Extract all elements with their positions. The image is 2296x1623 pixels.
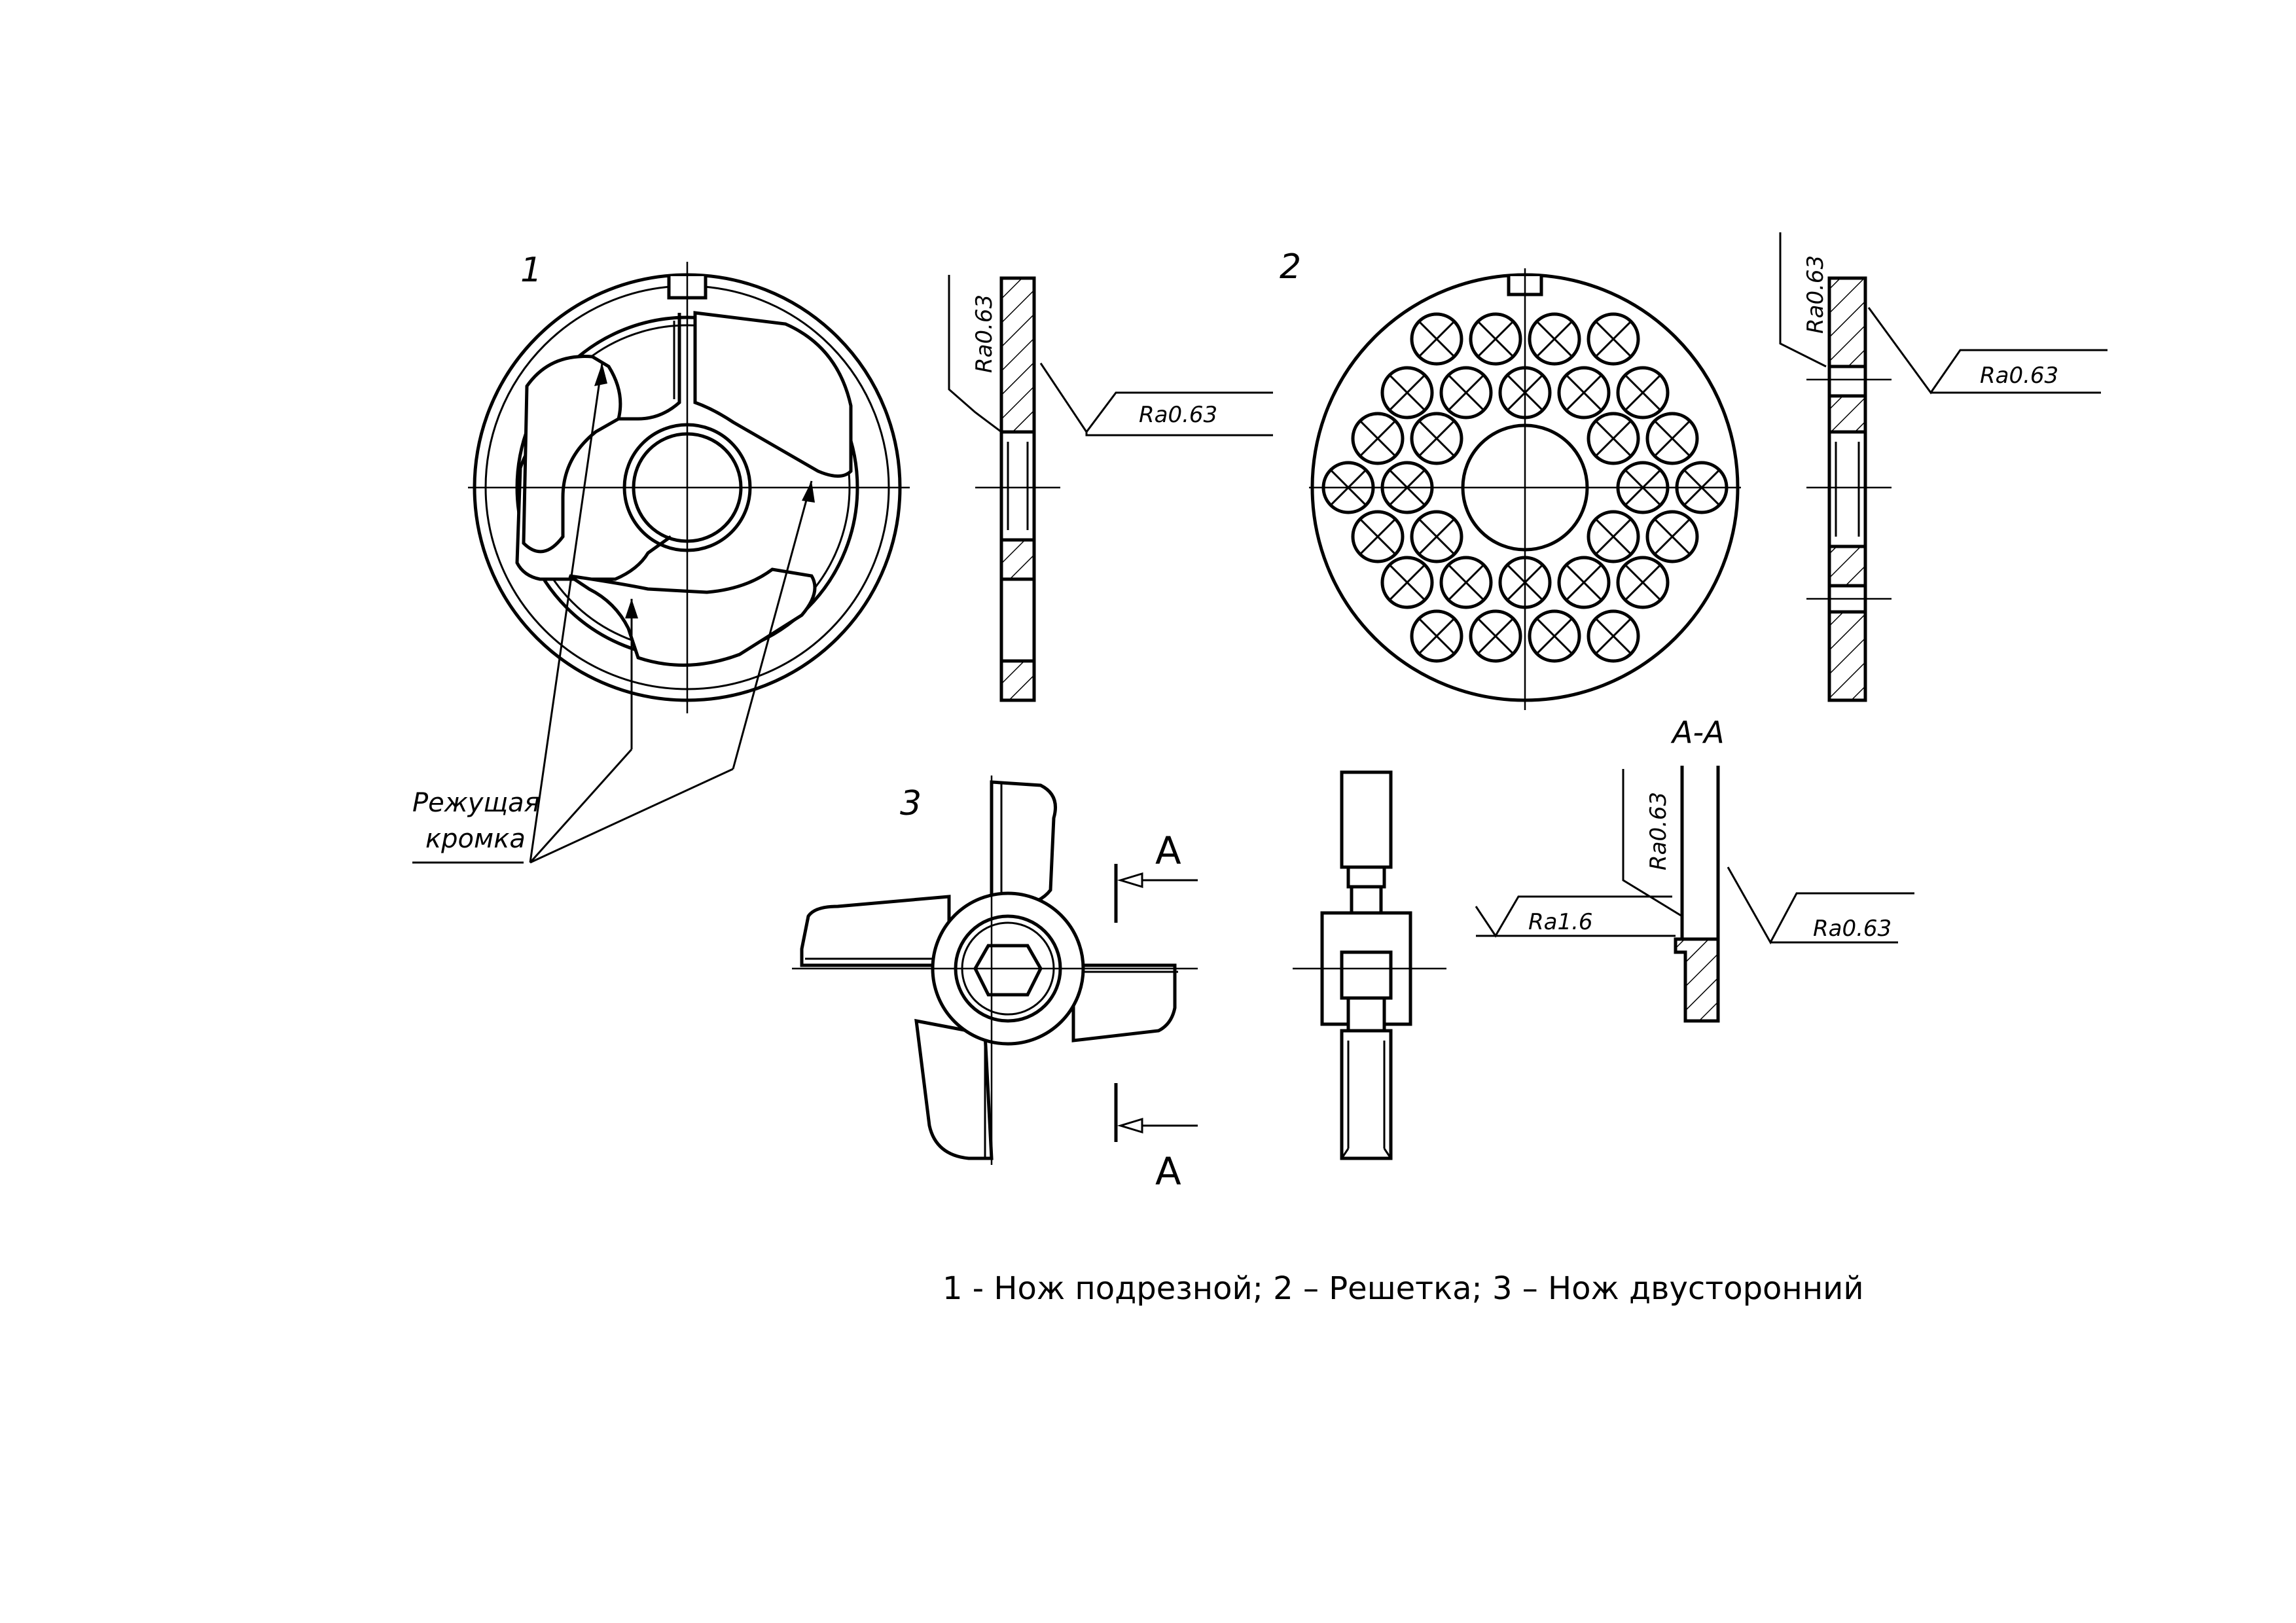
plate-hole-cross: [1447, 374, 1485, 412]
plate-hole: [1351, 412, 1405, 465]
plate-hole: [1410, 412, 1463, 465]
plate-hole-cross: [1359, 419, 1397, 457]
plate-hole: [1587, 510, 1640, 563]
plate-hole-cross: [1594, 617, 1632, 655]
part2-side-view: Ra0.63 Ra0.63: [1779, 232, 2108, 702]
plate-hole-cross: [1418, 518, 1456, 556]
plate-hole-cross: [1594, 320, 1632, 358]
plate-hole-cross: [1447, 563, 1485, 601]
plate-hole-cross: [1359, 518, 1397, 556]
plate-hole-cross: [1594, 419, 1632, 457]
plate-hole-cross: [1653, 419, 1691, 457]
plate-hole: [1616, 556, 1670, 609]
plate-hole-cross: [1535, 617, 1573, 655]
plate-hole-cross: [1565, 374, 1603, 412]
section-a-a: А-А Ra0.63 Ra1.6 Ra0.63: [1475, 715, 1914, 1023]
plate-hole: [1469, 609, 1522, 663]
section-mark-bottom: А: [1155, 1149, 1181, 1194]
part3-front-view: [792, 776, 1198, 1165]
part1-label: 1: [520, 251, 542, 290]
plate-hole-cross: [1388, 563, 1426, 601]
plate-hole-cross: [1477, 617, 1515, 655]
plate-hole: [1645, 412, 1699, 465]
plate-hole-cross: [1418, 617, 1456, 655]
plate-hole: [1587, 609, 1640, 663]
callout-line2: кромка: [425, 824, 526, 854]
plate-hole: [1645, 510, 1699, 563]
part1-face-roughness: Ra0.63: [971, 294, 997, 373]
section-right-roughness: Ra0.63: [1813, 916, 1892, 942]
plate-hole: [1410, 312, 1463, 366]
section-bottom-roughness: Ra1.6: [1528, 909, 1593, 935]
part3-side-view: [1293, 770, 1446, 1160]
plate-hole: [1439, 556, 1493, 609]
part1-edge-roughness: Ra0.63: [1139, 402, 1217, 428]
plate-hole: [1439, 366, 1493, 419]
plate-hole-cross: [1594, 518, 1632, 556]
section-mark-top: А: [1155, 829, 1181, 873]
callout-line1: Режущая: [412, 788, 540, 818]
section-side-roughness: Ra0.63: [1645, 792, 1672, 870]
plate-hole-cross: [1624, 374, 1662, 412]
plate-hole: [1410, 510, 1463, 563]
part1-side-view: Ra0.63 Ra0.63: [948, 275, 1273, 702]
plate-hole-cross: [1624, 563, 1662, 601]
plate-hole: [1587, 312, 1640, 366]
plate-hole: [1557, 556, 1611, 609]
cutting-edge-callout: Режущая кромка: [412, 363, 815, 864]
section-title: А-А: [1670, 715, 1725, 750]
plate-hole: [1380, 366, 1434, 419]
plate-hole: [1616, 366, 1670, 419]
section-marks: А А: [1114, 829, 1198, 1194]
part2-face-roughness: Ra0.63: [1803, 255, 1829, 334]
plate-hole-cross: [1477, 320, 1515, 358]
plate-hole: [1351, 510, 1405, 563]
part1-front-view: [468, 262, 910, 713]
plate-hole-cross: [1418, 419, 1456, 457]
plate-hole: [1469, 312, 1522, 366]
plate-hole: [1410, 609, 1463, 663]
plate-hole: [1528, 609, 1581, 663]
part3-label: 3: [900, 784, 922, 823]
plate-hole: [1528, 312, 1581, 366]
plate-hole-cross: [1653, 518, 1691, 556]
plate-hole: [1557, 366, 1611, 419]
plate-hole-cross: [1565, 563, 1603, 601]
part2-label: 2: [1280, 247, 1301, 287]
part2-front-view: [1309, 268, 1741, 710]
figure-caption: 1 - Нож подрезной; 2 – Решетка; 3 – Нож …: [942, 1270, 1864, 1307]
part2-edge-roughness: Ra0.63: [1980, 363, 2058, 389]
plate-hole: [1587, 412, 1640, 465]
plate-hole-cross: [1388, 374, 1426, 412]
plate-hole-cross: [1418, 320, 1456, 358]
plate-hole: [1380, 556, 1434, 609]
plate-hole-cross: [1535, 320, 1573, 358]
